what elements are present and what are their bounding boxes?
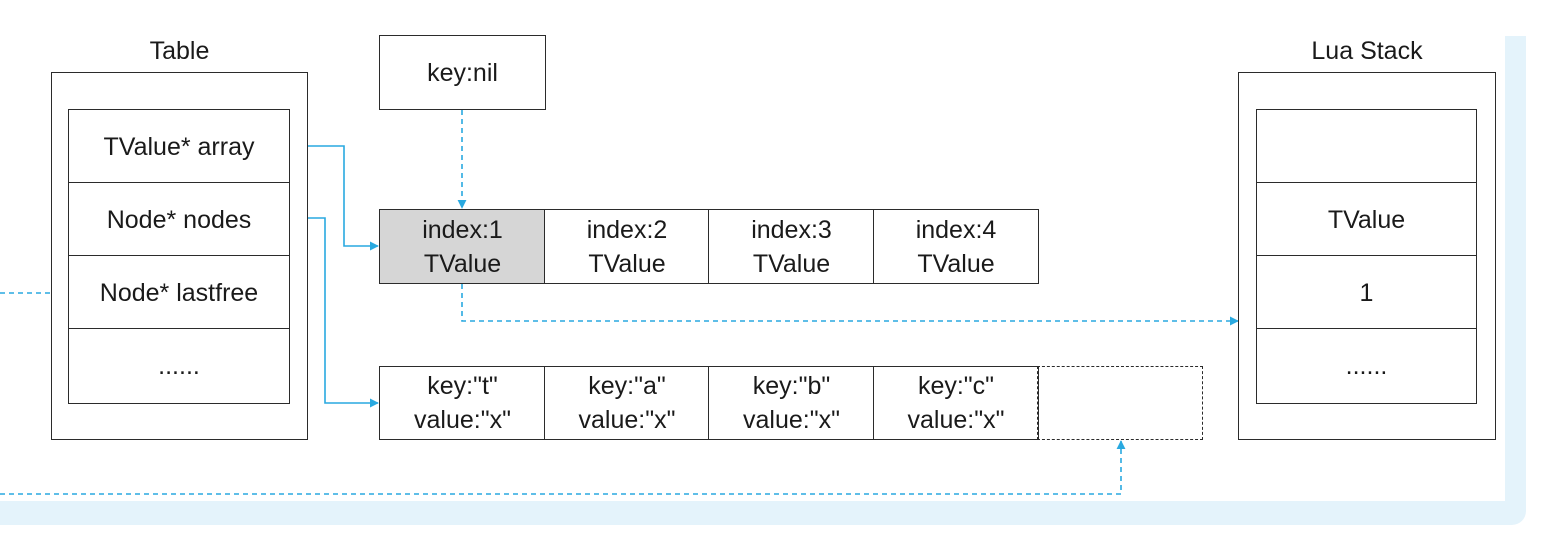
array-cell-3: index:3 TValue <box>708 209 875 284</box>
node-cell-value: value:"x" <box>907 406 1005 434</box>
node-cell-2: key:"a" value:"x" <box>544 366 710 440</box>
node-cell-key: key:"a" <box>588 372 666 400</box>
lua-stack-slot-3: 1 <box>1256 255 1477 330</box>
table-field-nodes-label: Node* nodes <box>106 205 252 234</box>
node-cell-4: key:"c" value:"x" <box>873 366 1039 440</box>
node-cell-key: key:"b" <box>752 372 831 400</box>
node-free-slot <box>1037 366 1203 440</box>
node-cell-1: key:"t" value:"x" <box>379 366 546 440</box>
lua-stack-slot-4: ...... <box>1256 328 1477 404</box>
array-cell-value: TValue <box>423 249 502 278</box>
lua-stack-slot-2: TValue <box>1256 182 1477 257</box>
array-cell-value: TValue <box>588 249 666 278</box>
array-cell-4: index:4 TValue <box>873 209 1039 284</box>
lua-stack-slot-label: ...... <box>1345 352 1388 380</box>
table-field-nodes: Node* nodes <box>68 182 290 257</box>
node-cell-value: value:"x" <box>743 406 840 434</box>
table-field-more: ...... <box>68 328 290 404</box>
node-cell-value: value:"x" <box>578 406 676 434</box>
array-cell-value: TValue <box>752 249 831 278</box>
table-field-array-label: TValue* array <box>103 132 255 161</box>
key-nil-box: key:nil <box>379 35 546 110</box>
array-cell-index: index:3 <box>751 215 832 244</box>
array-cell-2: index:2 TValue <box>544 209 710 284</box>
key-nil-label: key:nil <box>427 58 498 87</box>
node-cell-value: value:"x" <box>414 406 511 434</box>
array-cell-index: index:1 <box>422 215 503 244</box>
array-cell-index: index:2 <box>586 215 668 244</box>
array-cell-index: index:4 <box>915 215 997 244</box>
table-field-lastfree-label: Node* lastfree <box>99 278 259 307</box>
table-field-more-label: ...... <box>158 352 200 380</box>
push-to-stack-arrow <box>461 284 1239 326</box>
lua-stack-title: Lua Stack <box>1311 37 1423 65</box>
node-cell-3: key:"b" value:"x" <box>708 366 875 440</box>
node-cell-key: key:"c" <box>917 372 995 400</box>
lastfree-target-arrow <box>0 440 1126 495</box>
node-cell-key: key:"t" <box>427 372 498 400</box>
array-cell-value: TValue <box>917 249 995 278</box>
lua-stack-slot-label: TValue <box>1327 205 1406 234</box>
table-field-array: TValue* array <box>68 109 290 184</box>
table-field-lastfree: Node* lastfree <box>68 255 290 330</box>
array-pointer-arrow <box>289 145 379 251</box>
table-title: Table <box>149 37 210 65</box>
array-cell-1: index:1 TValue <box>379 209 546 284</box>
lua-stack-slot-label: 1 <box>1359 278 1374 307</box>
lua-stack-slot-1 <box>1256 109 1477 184</box>
